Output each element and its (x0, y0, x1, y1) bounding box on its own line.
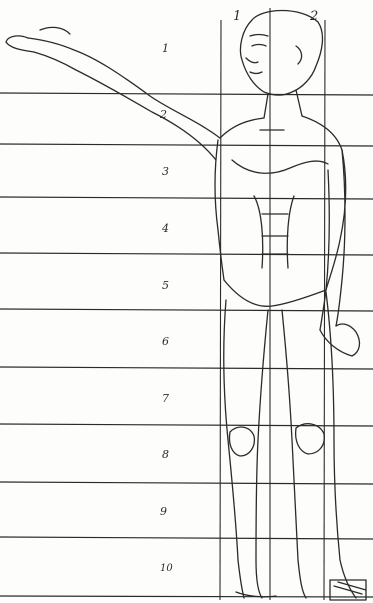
grid-line-4 (0, 253, 373, 255)
right-leg-outer (326, 292, 356, 598)
grid-line-5 (0, 309, 373, 311)
row-number-1: 1 (162, 42, 169, 55)
chest-line (232, 160, 328, 173)
horizontal-grid (0, 93, 373, 597)
human-figure (6, 11, 366, 601)
row-number-2: 2 (159, 108, 167, 121)
mouth (250, 72, 262, 74)
brow (250, 35, 268, 37)
left-leg-inner (256, 310, 268, 598)
ear (296, 46, 302, 64)
hand-hanging (320, 324, 359, 356)
nose (246, 58, 258, 63)
torso-left (215, 140, 224, 280)
grid-line-9 (0, 537, 373, 539)
row-number-8: 8 (162, 448, 169, 461)
pelvis (224, 280, 326, 306)
eye (252, 45, 266, 47)
grid-line-1 (0, 93, 373, 95)
row-number-5: 5 (162, 279, 169, 292)
row-number-4: 4 (161, 222, 169, 235)
grid-line-8 (0, 482, 373, 484)
vertical-label-2: 2 (309, 9, 318, 24)
grid-line-10 (0, 596, 373, 597)
vertical-guides (220, 8, 325, 600)
row-number-9: 9 (160, 505, 167, 518)
row-number-10: 10 (160, 563, 173, 574)
guide-left (220, 20, 221, 600)
right-leg-inner (282, 310, 306, 598)
arm-upper-edge (28, 38, 220, 138)
abdomen (254, 196, 294, 268)
left-leg-outer (224, 300, 244, 598)
left-knee (229, 427, 254, 456)
guide-right (324, 20, 325, 600)
row-number-6: 6 (162, 335, 169, 348)
vertical-label-1: 1 (233, 9, 241, 24)
grid-line-2 (0, 144, 373, 146)
row-number-3: 3 (162, 165, 169, 178)
grid-line-3 (0, 197, 373, 199)
grid-line-6 (0, 367, 373, 369)
row-number-7: 7 (162, 392, 169, 405)
abdomen-segments (262, 214, 288, 254)
right-knee (296, 424, 325, 454)
